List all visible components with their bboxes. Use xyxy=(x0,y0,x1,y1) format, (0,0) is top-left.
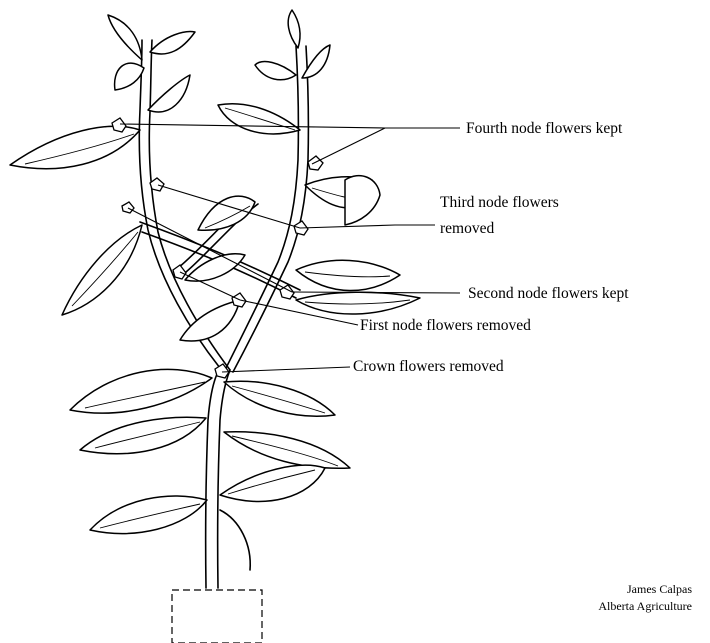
flower-buds xyxy=(112,118,323,378)
credit-author: James Calpas xyxy=(598,581,692,598)
crown-label: Crown flowers removed xyxy=(353,356,504,377)
second-node-flower-left xyxy=(173,265,186,279)
third-node-pointer xyxy=(300,225,435,228)
second-node-pointer xyxy=(292,292,460,293)
third-node-label-line2: removed xyxy=(440,218,559,239)
third-node-label-line1: Third node flowers xyxy=(440,192,559,213)
main-stem xyxy=(206,368,230,588)
plant-pot xyxy=(172,590,262,643)
first-node-label: First node flowers removed xyxy=(360,315,531,336)
third-node-label: Third node flowers removed xyxy=(440,192,559,239)
fourth-node-flower-right xyxy=(308,156,323,170)
fourth-node-flower-left xyxy=(112,118,126,132)
second-node-label: Second node flowers kept xyxy=(468,283,629,304)
third-node-flower-left xyxy=(150,178,164,191)
credit-block: James Calpas Alberta Agriculture xyxy=(598,581,692,615)
crown-pointer xyxy=(222,367,350,372)
top-left-node-flower xyxy=(122,202,134,213)
upper-leaves xyxy=(108,10,380,225)
fourth-node-label: Fourth node flowers kept xyxy=(466,118,622,139)
credit-organization: Alberta Agriculture xyxy=(598,598,692,615)
